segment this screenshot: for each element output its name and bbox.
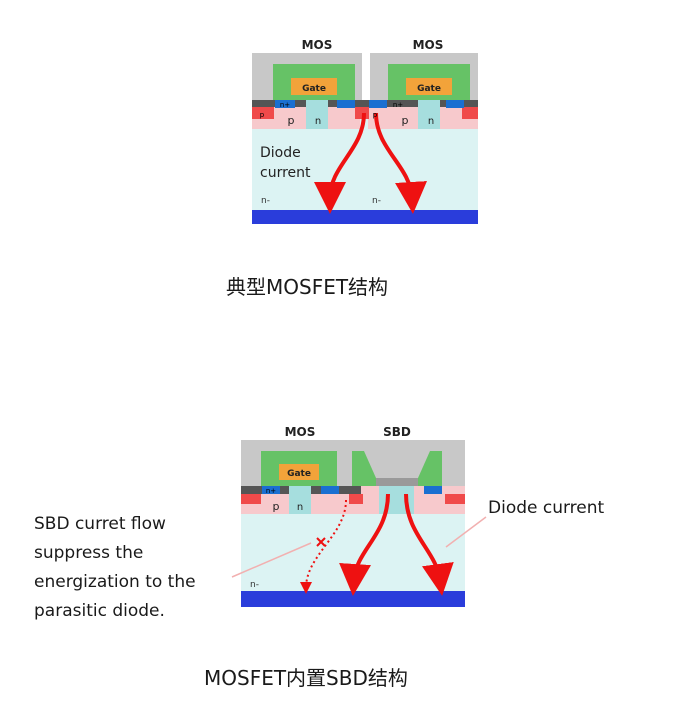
fig2-sbd-side-left [352, 451, 376, 486]
fig2-gate-label: Gate [287, 469, 311, 479]
fig2-block-cross-icon [316, 537, 326, 547]
fig2-diode-arrow-right [404, 493, 454, 596]
figure2-mosfet-with-sbd: MOS SBD Gate n+ p n n- [231, 425, 487, 607]
fig1-pplus-label-right: p [373, 111, 378, 119]
fig1-p-label-right: p [402, 114, 409, 127]
fig1-mos-label-left: MOS [302, 38, 333, 52]
fig2-nminus-label: n- [250, 580, 259, 590]
fig1-nplus-label-left: n+ [280, 101, 290, 109]
fig1-diode-arrow-left [314, 112, 366, 214]
fig2-sbd-note-line4: parasitic diode. [34, 601, 165, 621]
fig2-mos-label: MOS [285, 425, 316, 439]
fig1-nminus-label-right: n- [372, 196, 381, 206]
fig1-nplus-mid-right [369, 100, 387, 108]
fig2-n-label: n [297, 502, 303, 513]
fig1-nminus-label-left: n- [261, 196, 270, 206]
fig2-nplus-left [262, 486, 280, 494]
figure2-caption: MOSFET内置SBD结构 [204, 666, 408, 690]
fig2-pplus-mid [349, 494, 363, 504]
fig2-nplus-mid [321, 486, 339, 494]
fig1-gate-label-right: Gate [417, 84, 441, 94]
fig1-diode-label-line2: current [260, 165, 311, 181]
fig1-gate-right [406, 78, 452, 95]
fig1-p-label-left: p [288, 114, 295, 127]
fig2-sbd-side-right [418, 451, 442, 486]
fig1-nplus-left [275, 100, 295, 108]
fig2-pplus-right [445, 494, 465, 504]
fig2-sbd-note-line3: energization to the [34, 572, 196, 592]
fig1-n-channel-right [418, 100, 440, 129]
fig2-nplus-right [424, 486, 442, 494]
fig1-diode-label-line1: Diode [260, 145, 301, 161]
fig1-n-channel-left [306, 100, 328, 129]
fig2-p-label: p [273, 500, 280, 513]
fig2-pplus-left [241, 494, 261, 504]
fig2-sbd-note: SBD curret flow suppress the energizatio… [34, 510, 196, 626]
fig2-diode-current-leader [445, 516, 487, 548]
fig1-metal-strip [252, 100, 478, 107]
fig2-sbd-note-line2: suppress the [34, 543, 144, 563]
fig1-pplus-label-left: p [260, 111, 265, 119]
fig1-pplus-left [252, 107, 274, 119]
fig1-gate-left [291, 78, 337, 95]
fig2-n-channel [289, 486, 311, 514]
fig2-diode-current-label: Diode current [488, 498, 605, 518]
fig1-n-label-left: n [315, 116, 321, 127]
fig1-substrate [252, 210, 478, 224]
figure1-caption: 典型MOSFET结构 [226, 275, 389, 299]
fig2-sbd-note-leader [231, 542, 312, 578]
fig2-nplus-label: n+ [266, 487, 276, 495]
fig2-suppressed-current-path [300, 499, 347, 594]
fig1-mos-label-right: MOS [413, 38, 444, 52]
fig2-pwell-mid [361, 486, 379, 514]
fig2-sbd-contact [376, 478, 418, 486]
fig1-gate-label-left: Gate [302, 84, 326, 94]
fig2-substrate [241, 591, 465, 607]
fig1-nplus-label-right: n+ [393, 101, 403, 109]
fig2-sbd-label: SBD [383, 425, 411, 439]
fig2-diode-arrow-left [339, 493, 390, 596]
fig1-n-label-right: n [428, 116, 434, 127]
fig1-nplus-right [446, 100, 464, 108]
fig2-gate [279, 464, 319, 480]
fig1-nplus-mid-left [337, 100, 355, 108]
figure1-typical-mosfet: MOS MOS Gate Gate n+ n+ p p p n p n Diod… [252, 38, 478, 224]
fig1-pplus-right [462, 107, 478, 119]
fig2-sbd-note-line1: SBD curret flow [34, 514, 166, 534]
fig1-diode-arrow-right [374, 112, 427, 214]
